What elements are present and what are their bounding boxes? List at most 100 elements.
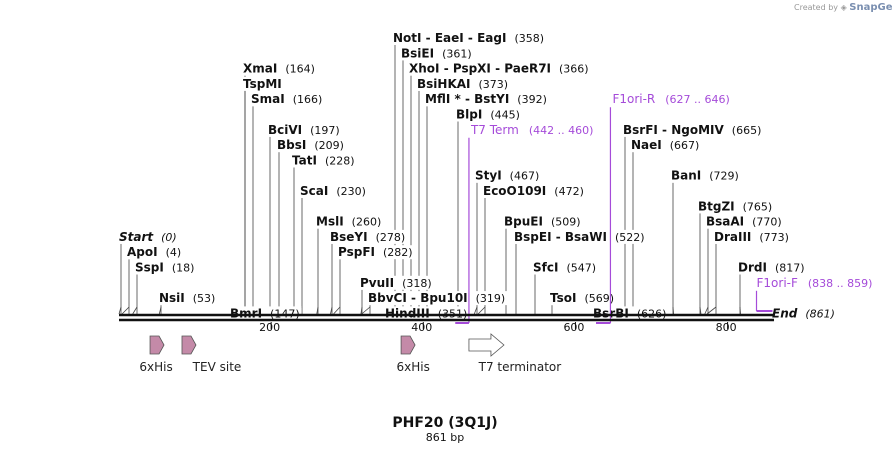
enzyme-name: SfcI	[533, 261, 558, 275]
site-sspi[interactable]: SspI(18)	[132, 260, 197, 315]
site-position: (667)	[670, 139, 700, 152]
enzyme-name: BsiEI	[401, 46, 434, 60]
site-label: XhoI - PspXI - PaeR7I(366)	[409, 62, 589, 76]
site-position: (467)	[510, 170, 540, 183]
feature-label: 6xHis	[139, 360, 172, 374]
site-label: BsrFI - NgoMIV(665)	[623, 123, 761, 137]
site-position: (817)	[775, 262, 805, 275]
site-bsrbi[interactable]: BsrBI(626)	[591, 306, 669, 321]
site-tsoi[interactable]: TsoI(569)	[548, 291, 617, 314]
primer-label: T7 Term(442 .. 460)	[470, 123, 593, 137]
site-tati[interactable]: TatI(228)	[290, 153, 357, 315]
site-bcivi[interactable]: BciVI(197)	[266, 122, 342, 315]
site-label: ScaI(230)	[300, 184, 366, 198]
site-label: BsiHKAI(373)	[417, 77, 508, 91]
site-label-background	[228, 306, 302, 321]
site-msli[interactable]: MslI(260)	[314, 214, 384, 315]
site-bani[interactable]: BanI(729)	[669, 168, 741, 315]
site-tspmi[interactable]: TspMI	[241, 76, 284, 315]
site-pspfi[interactable]: PspFI(282)	[333, 245, 415, 315]
primer-f1ori-f[interactable]: F1ori-F(838 .. 859)	[755, 276, 873, 312]
site-styi[interactable]: StyI (467)	[473, 168, 542, 315]
site-position: (53)	[193, 292, 216, 305]
site-leader-bend	[473, 306, 478, 315]
site-position: (373)	[479, 78, 509, 91]
ruler-tick: 200	[259, 321, 280, 334]
feature-6xhis[interactable]: 6xHis	[397, 335, 430, 374]
site-nsii[interactable]: NsiI(53)	[157, 291, 218, 315]
site-bbvci-bpu10i[interactable]: BbvCI - Bpu10I(319)	[361, 291, 508, 315]
site-drdi[interactable]: DrdI (817)	[736, 260, 807, 315]
enzyme-separator: -	[422, 31, 435, 45]
site-naei[interactable]: NaeI(667)	[626, 138, 702, 315]
site-bspei-bsawi[interactable]: BspEI - BsaWI(522)	[512, 229, 647, 314]
site-smai[interactable]: SmaI(166)	[245, 92, 325, 315]
site-leader-bend	[316, 306, 319, 315]
enzyme-name: BmrI	[230, 306, 262, 320]
site-bseyi[interactable]: BseYI(278)	[328, 229, 408, 315]
primer-f1ori-r[interactable]: F1ori-R(627 .. 646)	[595, 92, 730, 324]
enzyme-name: BsrFI	[623, 123, 658, 137]
primer-position: (838 .. 859)	[808, 277, 873, 290]
enzyme-name: EagI	[477, 31, 506, 45]
enzyme-name: HindIII	[385, 306, 430, 320]
site-hindiii[interactable]: HindIII(351)	[383, 306, 470, 321]
site-bbsi[interactable]: BbsI(209)	[275, 138, 346, 315]
enzyme-name: DrdI	[738, 261, 767, 275]
site-bmri[interactable]: BmrI(147)	[228, 306, 302, 321]
site-position: (366)	[559, 63, 589, 76]
feature-t7-terminator[interactable]: T7 terminator	[468, 333, 561, 374]
site-leader-bend	[132, 306, 138, 315]
site-end[interactable]: End(861)	[770, 306, 837, 321]
site-pvuii[interactable]: PvuII(318)	[358, 275, 434, 315]
site-bpuei[interactable]: BpuEI(509)	[502, 214, 583, 314]
site-leader-bend	[333, 306, 341, 315]
enzyme-name: PvuII	[360, 276, 394, 290]
site-mfli-bstyi[interactable]: MflI * - BstYI(392)	[416, 92, 549, 315]
enzyme-name: ScaI	[300, 184, 328, 198]
site-label: SfcI (547)	[533, 261, 596, 275]
site-leader-bend	[121, 306, 130, 315]
site-scai[interactable]: ScaI(230)	[293, 184, 368, 315]
site-blpi[interactable]: BlpI(445)	[454, 107, 522, 315]
site-label: DrdI (817)	[738, 261, 805, 275]
site-bsrfi-ngomiv[interactable]: BsrFI - NgoMIV(665)	[621, 122, 764, 314]
site-position: (547)	[566, 262, 596, 275]
brand-name: SnapGene	[849, 2, 892, 13]
restriction-sites: NotI - EaeI - EagI(358)BsiEI(361)XhoI - …	[117, 31, 837, 321]
site-leader-bend	[699, 306, 702, 315]
enzyme-name: BanI	[671, 169, 701, 183]
site-label-background	[454, 107, 522, 122]
enzyme-name: XhoI	[409, 62, 440, 76]
site-bsaai[interactable]: BsaAI(770)	[704, 214, 784, 315]
site-noti-eaei-eagi[interactable]: NotI - EaeI - EagI(358)	[390, 31, 547, 315]
feature-6xhis[interactable]: 6xHis	[139, 335, 173, 374]
enzyme-name: BsaAI	[706, 215, 744, 229]
feature-arrow-icon	[181, 335, 197, 355]
site-bsihkai[interactable]: BsiHKAI(373)	[402, 76, 511, 315]
site-draiii[interactable]: DraIII(773)	[706, 229, 791, 315]
site-btgzi[interactable]: BtgZI(765)	[696, 199, 775, 315]
site-apoi[interactable]: ApoI(4)	[121, 245, 184, 315]
primer-label: F1ori-R(627 .. 646)	[612, 92, 729, 106]
enzyme-name: StyI	[475, 169, 502, 183]
snapgene-watermark: Created by ◈ SnapGene	[794, 2, 892, 13]
site-label: NsiI(53)	[159, 291, 215, 305]
site-label: End(861)	[772, 306, 835, 320]
enzyme-separator: -	[464, 31, 477, 45]
site-leader-bend	[361, 306, 371, 315]
site-sfci[interactable]: SfcI (547)	[531, 260, 599, 315]
ruler-tick-label: 200	[259, 321, 280, 334]
site-ecoo109i[interactable]: EcoO109I(472)	[477, 184, 586, 315]
site-bsiei[interactable]: BsiEI(361)	[393, 46, 474, 315]
feature-arrow-icon	[468, 333, 505, 357]
site-leader-bend	[360, 306, 363, 315]
primer-t7 term[interactable]: T7 Term(442 .. 460)	[455, 123, 593, 324]
feature-tev-site[interactable]: TEV site	[181, 335, 241, 374]
site-start[interactable]: Start(0)	[117, 229, 179, 315]
site-label-background	[621, 122, 764, 137]
site-position: (765)	[743, 200, 773, 213]
site-label-background	[336, 245, 415, 260]
enzyme-name: PaeR7I	[504, 62, 551, 76]
